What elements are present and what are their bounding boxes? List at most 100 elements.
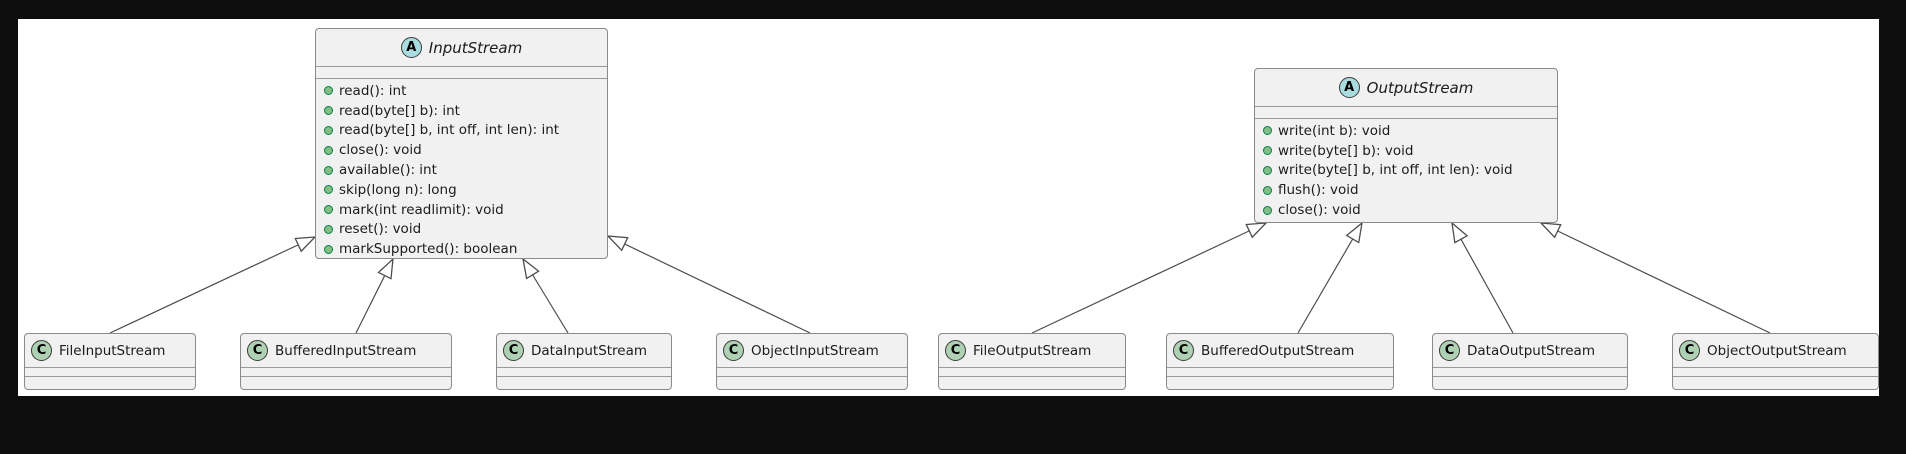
fields-compartment bbox=[939, 367, 1125, 376]
class-title: C FileInputStream bbox=[25, 334, 195, 367]
method-signature: reset(): void bbox=[339, 221, 422, 238]
class-name: ObjectInputStream bbox=[751, 342, 879, 359]
methods-compartment: read(): int read(byte[] b): int read(byte[… bbox=[316, 78, 607, 258]
methods-compartment bbox=[717, 376, 907, 389]
fields-compartment bbox=[1433, 367, 1627, 376]
method-row: available(): int bbox=[324, 160, 599, 180]
methods-compartment bbox=[1167, 376, 1393, 389]
abstract-badge-icon: A bbox=[400, 37, 422, 58]
method-visibility-icon bbox=[324, 86, 333, 96]
method-signature: read(): int bbox=[339, 82, 407, 99]
class-fileinputstream: C FileInputStream bbox=[24, 333, 196, 390]
method-visibility-icon bbox=[324, 244, 333, 254]
fields-compartment bbox=[497, 367, 671, 376]
method-row: read(): int bbox=[324, 81, 599, 101]
fields-compartment bbox=[241, 367, 451, 376]
method-signature: write(int b): void bbox=[1278, 122, 1391, 139]
class-title: C FileOutputStream bbox=[939, 334, 1125, 367]
class-name: BufferedInputStream bbox=[275, 342, 417, 359]
method-row: markSupported(): boolean bbox=[324, 239, 599, 258]
class-name: ObjectOutputStream bbox=[1707, 342, 1847, 359]
method-visibility-icon bbox=[1263, 165, 1272, 175]
class-bufferedinputstream: C BufferedInputStream bbox=[240, 333, 452, 390]
class-badge-icon: C bbox=[247, 340, 268, 361]
class-badge-icon: C bbox=[1679, 340, 1700, 361]
methods-compartment: write(int b): void write(byte[] b): void w… bbox=[1255, 118, 1557, 222]
method-visibility-icon bbox=[1263, 146, 1272, 156]
method-signature: skip(long n): long bbox=[339, 181, 457, 198]
class-badge-icon: C bbox=[503, 340, 524, 361]
method-signature: close(): void bbox=[1278, 202, 1361, 219]
method-signature: flush(): void bbox=[1278, 182, 1359, 199]
class-title: C ObjectOutputStream bbox=[1673, 334, 1878, 367]
method-visibility-icon bbox=[1263, 126, 1272, 136]
method-row: read(byte[] b): int bbox=[324, 101, 599, 121]
method-visibility-icon bbox=[324, 205, 333, 215]
method-visibility-icon bbox=[324, 125, 333, 135]
methods-compartment bbox=[1433, 376, 1627, 389]
class-dataoutputstream: C DataOutputStream bbox=[1432, 333, 1628, 390]
class-title: C ObjectInputStream bbox=[717, 334, 907, 367]
method-signature: close(): void bbox=[339, 142, 422, 159]
class-title: C DataInputStream bbox=[497, 334, 671, 367]
class-badge-icon: C bbox=[1173, 340, 1194, 361]
class-objectinputstream: C ObjectInputStream bbox=[716, 333, 908, 390]
method-signature: write(byte[] b): void bbox=[1278, 142, 1414, 159]
class-badge-icon: C bbox=[723, 340, 744, 361]
class-datainputstream: C DataInputStream bbox=[496, 333, 672, 390]
class-badge-icon: C bbox=[1439, 340, 1460, 361]
method-signature: read(byte[] b, int off, int len): int bbox=[339, 122, 560, 139]
class-name: FileOutputStream bbox=[973, 342, 1092, 359]
method-signature: available(): int bbox=[339, 162, 437, 179]
method-row: close(): void bbox=[1263, 200, 1549, 220]
fields-compartment bbox=[717, 367, 907, 376]
class-title: C DataOutputStream bbox=[1433, 334, 1627, 367]
method-signature: write(byte[] b, int off, int len): void bbox=[1278, 162, 1513, 179]
methods-compartment bbox=[25, 376, 195, 389]
class-title: C BufferedOutputStream bbox=[1167, 334, 1393, 367]
class-name: DataOutputStream bbox=[1467, 342, 1595, 359]
class-outputstream: A OutputStream write(int b): void write(b… bbox=[1254, 68, 1558, 223]
class-title: A InputStream bbox=[316, 29, 607, 66]
method-row: mark(int readlimit): void bbox=[324, 200, 599, 220]
method-signature: read(byte[] b): int bbox=[339, 102, 460, 119]
method-row: write(byte[] b, int off, int len): void bbox=[1263, 161, 1549, 181]
method-row: write(int b): void bbox=[1263, 121, 1549, 141]
method-visibility-icon bbox=[324, 145, 333, 155]
method-visibility-icon bbox=[1263, 205, 1272, 215]
fields-compartment bbox=[1167, 367, 1393, 376]
class-badge-icon: C bbox=[31, 340, 52, 361]
method-row: write(byte[] b): void bbox=[1263, 141, 1549, 161]
method-row: skip(long n): long bbox=[324, 180, 599, 200]
methods-compartment bbox=[241, 376, 451, 389]
method-visibility-icon bbox=[324, 224, 333, 234]
method-visibility-icon bbox=[324, 165, 333, 175]
class-bufferedoutputstream: C BufferedOutputStream bbox=[1166, 333, 1394, 390]
class-fileoutputstream: C FileOutputStream bbox=[938, 333, 1126, 390]
abstract-badge-icon: A bbox=[1338, 77, 1360, 98]
class-name: InputStream bbox=[428, 38, 523, 57]
method-visibility-icon bbox=[1263, 185, 1272, 195]
class-name: FileInputStream bbox=[59, 342, 166, 359]
method-visibility-icon bbox=[324, 106, 333, 116]
methods-compartment bbox=[1673, 376, 1878, 389]
class-inputstream: A InputStream read(): int read(byte[] b):… bbox=[315, 28, 608, 259]
class-name: DataInputStream bbox=[531, 342, 648, 359]
method-row: flush(): void bbox=[1263, 180, 1549, 200]
class-title: C BufferedInputStream bbox=[241, 334, 451, 367]
methods-compartment bbox=[497, 376, 671, 389]
class-objectoutputstream: C ObjectOutputStream bbox=[1672, 333, 1879, 390]
class-badge-icon: C bbox=[945, 340, 966, 361]
method-row: read(byte[] b, int off, int len): int bbox=[324, 121, 599, 141]
class-title: A OutputStream bbox=[1255, 69, 1557, 106]
fields-compartment bbox=[1673, 367, 1878, 376]
method-signature: markSupported(): boolean bbox=[339, 241, 518, 258]
methods-compartment bbox=[939, 376, 1125, 389]
class-name: BufferedOutputStream bbox=[1201, 342, 1355, 359]
method-row: reset(): void bbox=[324, 220, 599, 240]
method-visibility-icon bbox=[324, 185, 333, 195]
class-name: OutputStream bbox=[1366, 78, 1474, 97]
fields-compartment bbox=[1255, 106, 1557, 118]
method-signature: mark(int readlimit): void bbox=[339, 201, 504, 218]
fields-compartment bbox=[316, 66, 607, 78]
